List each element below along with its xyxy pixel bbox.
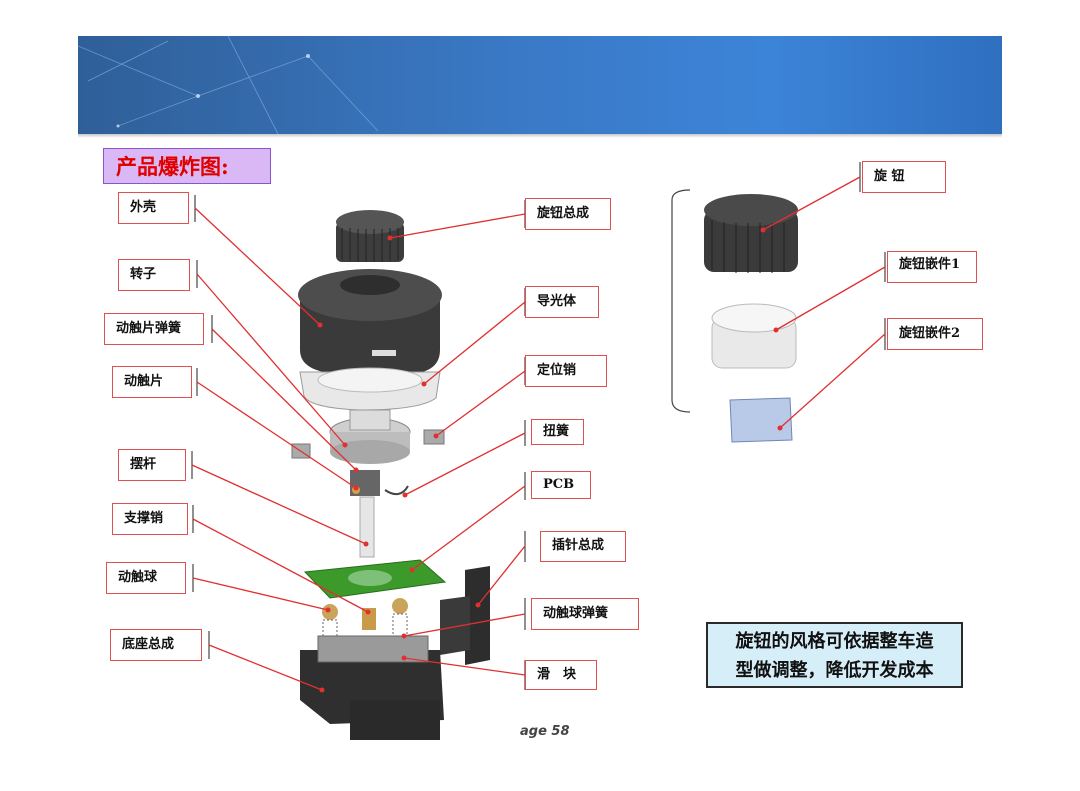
knob-group-brace bbox=[671, 189, 691, 413]
note-line-2: 型做调整，降低开发成本 bbox=[735, 660, 934, 681]
label-base-assembly: 底座总成 bbox=[110, 629, 202, 661]
label-rotor: 转子 bbox=[118, 259, 190, 291]
label-rocker: 摆杆 bbox=[118, 449, 186, 481]
note-line-1: 旋钮的风格可依据整车造 bbox=[735, 631, 934, 652]
light-guide-part bbox=[299, 367, 441, 411]
label-ball-spring: 动触球弹簧 bbox=[531, 598, 639, 630]
styling-note: 旋钮的风格可依据整车造 型做调整，降低开发成本 bbox=[706, 622, 963, 688]
knob-variant bbox=[704, 194, 798, 273]
label-torsion-spring: 扭簧 bbox=[531, 419, 584, 445]
banner-shadow bbox=[78, 134, 1002, 138]
rocker-part bbox=[359, 496, 375, 558]
page-number: age 58 bbox=[520, 724, 570, 739]
label-contact-plate: 动触片 bbox=[112, 366, 192, 398]
pcb-part bbox=[303, 559, 447, 599]
knob-insert-2-part bbox=[729, 397, 793, 443]
label-pin-assembly: 插针总成 bbox=[540, 531, 626, 562]
label-pcb: PCB bbox=[531, 471, 591, 499]
rotor-part bbox=[329, 409, 411, 464]
label-knob: 旋 钮 bbox=[862, 161, 946, 193]
shell-part bbox=[298, 269, 442, 374]
label-knob-insert-1: 旋钮嵌件1 bbox=[887, 251, 977, 283]
label-shell: 外壳 bbox=[118, 192, 189, 224]
page-title: 产品爆炸图: bbox=[103, 148, 271, 184]
label-slider: 滑 块 bbox=[525, 660, 597, 690]
label-locating-pin: 定位销 bbox=[525, 355, 607, 387]
header-banner bbox=[78, 36, 1002, 134]
contact-plate-part bbox=[350, 470, 409, 496]
leader-lines bbox=[191, 176, 886, 691]
label-contact-ball: 动触球 bbox=[106, 562, 186, 594]
pin-assembly-part bbox=[440, 566, 490, 665]
banner-network-graphic bbox=[78, 36, 379, 134]
label-knob-insert-2: 旋钮嵌件2 bbox=[887, 318, 983, 350]
label-support-pin: 支撑销 bbox=[112, 503, 188, 535]
knob-part bbox=[336, 210, 404, 262]
contact-ball-springs bbox=[322, 598, 408, 645]
label-light-guide: 导光体 bbox=[525, 286, 599, 318]
label-knob-assembly: 旋钮总成 bbox=[525, 198, 611, 230]
knob-insert-1-part bbox=[711, 303, 797, 369]
label-contact-spring: 动触片弹簧 bbox=[104, 313, 204, 345]
base-assembly-part bbox=[300, 635, 444, 740]
